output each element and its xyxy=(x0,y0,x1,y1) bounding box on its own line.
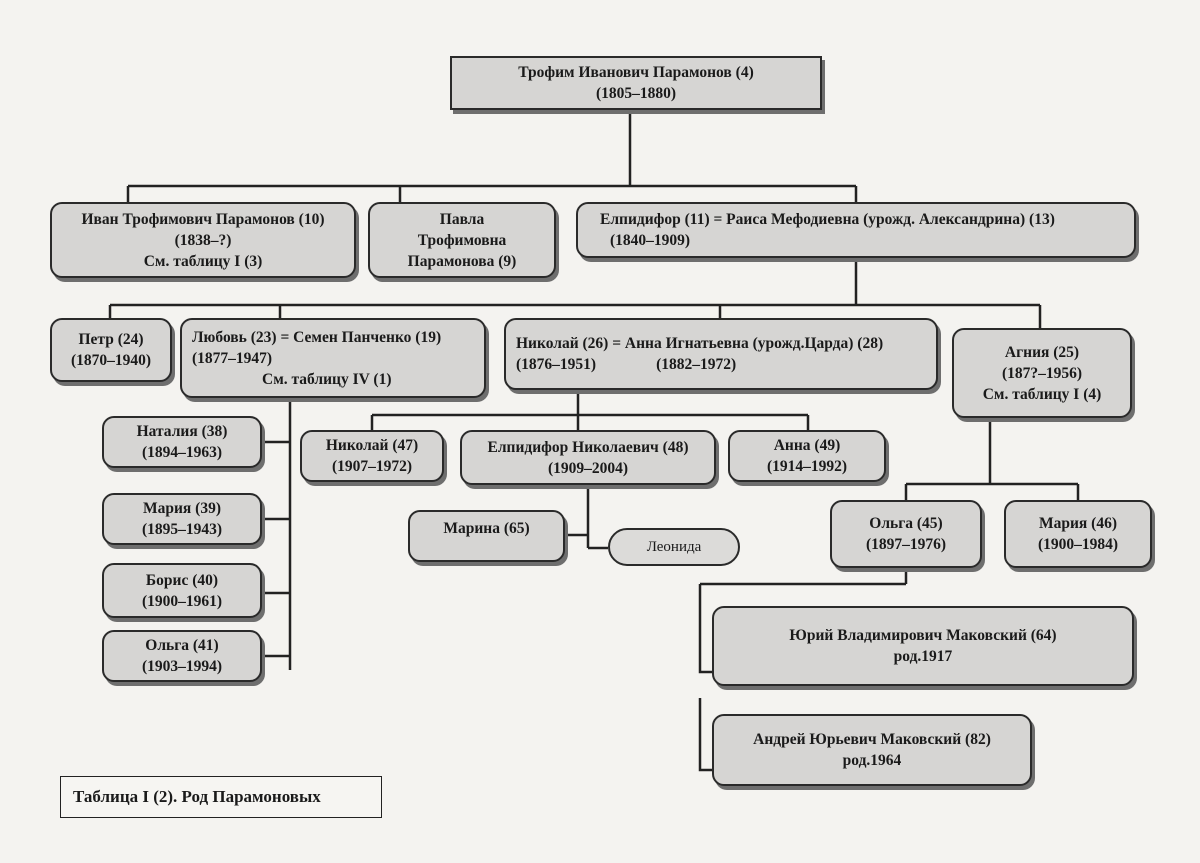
maria46-years: (1900–1984) xyxy=(1037,536,1119,553)
person-petr: Петр (24) (1870–1940) xyxy=(50,318,172,382)
person-agnia: Агния (25) (187?–1956) См. таблицу I (4) xyxy=(952,328,1132,418)
ivan-name: Иван Трофимович Парамонов (10) xyxy=(81,210,325,228)
petr-name: Петр (24) xyxy=(78,331,144,348)
nikolai-years: (1876–1951) xyxy=(516,356,597,373)
ivan-ref: См. таблицу I (3) xyxy=(143,252,263,270)
elpidifor-name: Елпидифор (11) = Раиса Мефодиевна (урожд… xyxy=(600,211,1055,228)
person-olga-41: Ольга (41) (1903–1994) xyxy=(102,630,262,682)
connector-nikolai xyxy=(370,390,810,430)
person-natalia: Наталия (38) (1894–1963) xyxy=(102,416,262,468)
yuri-name: Юрий Владимирович Маковский (64) xyxy=(789,627,1057,644)
agnia-name: Агния (25) xyxy=(1004,343,1080,361)
person-marina-65: Марина (65) xyxy=(408,510,565,562)
person-maria-46: Мария (46) (1900–1984) xyxy=(1004,500,1152,568)
olga41-years: (1903–1994) xyxy=(141,658,223,675)
lubov-years: (1877–1947) xyxy=(192,349,273,367)
elpidifor48-years: (1909–2004) xyxy=(547,459,629,477)
leonida-name: Леонида xyxy=(646,539,702,555)
connector-lubov xyxy=(262,398,292,670)
olga41-name: Ольга (41) xyxy=(145,637,219,654)
petr-years: (1870–1940) xyxy=(70,352,152,369)
connector-root xyxy=(126,110,858,202)
pavla-line1: Павла xyxy=(439,210,485,228)
andrei-years: род.1964 xyxy=(842,752,902,769)
marina-name: Марина (65) xyxy=(443,520,530,537)
person-anna-49: Анна (49) (1914–1992) xyxy=(728,430,886,482)
natalia-years: (1894–1963) xyxy=(141,444,223,461)
person-andrei: Андрей Юрьевич Маковский (82) род.1964 xyxy=(712,714,1032,786)
yuri-years: род.1917 xyxy=(893,648,953,665)
olga45-name: Ольга (45) xyxy=(869,515,943,532)
root-name: Трофим Иванович Парамонов (4) xyxy=(518,64,754,81)
person-leonida: Леонида xyxy=(608,528,740,566)
nikolai47-years: (1907–1972) xyxy=(331,458,413,475)
agnia-ref: См. таблицу I (4) xyxy=(982,385,1102,403)
person-olga-45: Ольга (45) (1897–1976) xyxy=(830,500,982,568)
anna-years: (1882–1972) xyxy=(656,356,737,373)
boris-name: Борис (40) xyxy=(145,571,219,589)
boris-years: (1900–1961) xyxy=(141,592,223,610)
nikolai-name: Николай (26) = Анна Игнатьевна (урожд.Ца… xyxy=(516,335,884,352)
lubov-name: Любовь (23) = Семен Панченко (19) xyxy=(192,328,442,346)
person-lubov-semen: Любовь (23) = Семен Панченко (19) (1877–… xyxy=(180,318,486,398)
connector-yuri xyxy=(698,698,712,772)
maria46-name: Мария (46) xyxy=(1038,515,1117,532)
connector-olga xyxy=(698,568,908,674)
pavla-line2: Трофимовна xyxy=(417,231,507,249)
nikolai47-name: Николай (47) xyxy=(325,437,419,454)
connector-agnia xyxy=(904,418,1080,500)
agnia-years: (187?–1956) xyxy=(1001,364,1083,382)
andrei-name: Андрей Юрьевич Маковский (82) xyxy=(753,731,991,748)
elpidifor-years: (1840–1909) xyxy=(610,232,691,249)
anna49-name: Анна (49) xyxy=(773,437,841,454)
connector-elpidifor xyxy=(108,258,1042,328)
maria39-name: Мария (39) xyxy=(142,500,221,517)
person-nikolai-47: Николай (47) (1907–1972) xyxy=(300,430,444,482)
table-caption: Таблица I (2). Род Парамоновых xyxy=(60,776,382,818)
connector-elpidifor-n xyxy=(565,485,608,550)
root-years: (1805–1880) xyxy=(595,85,677,102)
ivan-years: (1838–?) xyxy=(174,231,232,249)
person-boris: Борис (40) (1900–1961) xyxy=(102,563,262,618)
person-ivan: Иван Трофимович Парамонов (10) (1838–?) … xyxy=(50,202,356,278)
elpidifor48-name: Елпидифор Николаевич (48) xyxy=(487,438,689,456)
lubov-ref: См. таблицу IV (1) xyxy=(262,370,392,388)
maria39-years: (1895–1943) xyxy=(141,521,223,538)
person-elpidifor-raisa: Елпидифор (11) = Раиса Мефодиевна (урожд… xyxy=(576,202,1136,258)
person-pavla: Павла Трофимовна Парамонова (9) xyxy=(368,202,556,278)
nikolai-years-row: (1876–1951) (1882–1972) xyxy=(516,354,930,375)
pavla-line3: Парамонова (9) xyxy=(407,252,517,270)
person-nikolai-anna: Николай (26) = Анна Игнатьевна (урожд.Ца… xyxy=(504,318,938,390)
person-elpidifor-48: Елпидифор Николаевич (48) (1909–2004) xyxy=(460,430,716,485)
person-maria-39: Мария (39) (1895–1943) xyxy=(102,493,262,545)
anna49-years: (1914–1992) xyxy=(766,458,848,475)
olga45-years: (1897–1976) xyxy=(865,536,947,553)
person-yuri: Юрий Владимирович Маковский (64) род.191… xyxy=(712,606,1134,686)
natalia-name: Наталия (38) xyxy=(136,423,228,440)
root-node: Трофим Иванович Парамонов (4) (1805–1880… xyxy=(450,56,822,110)
